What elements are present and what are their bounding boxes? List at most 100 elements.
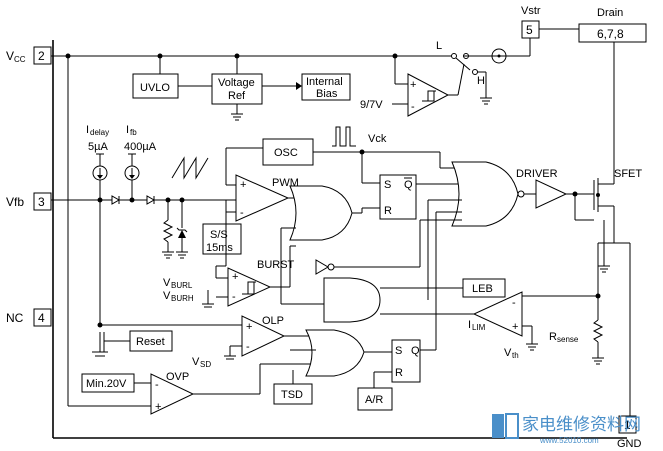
svg-text:R: R bbox=[395, 367, 403, 379]
internal-bias-block: Internal Bias bbox=[301, 73, 351, 101]
or-gate-driver bbox=[420, 161, 536, 351]
svg-text:400µA: 400µA bbox=[124, 141, 157, 153]
svg-text:th: th bbox=[512, 351, 519, 360]
svg-text:UVLO: UVLO bbox=[140, 82, 170, 94]
svg-text:S/S: S/S bbox=[210, 229, 228, 241]
svg-text:OSC: OSC bbox=[274, 147, 298, 159]
svg-text:R: R bbox=[549, 331, 557, 343]
ilim-comparator: - + I LIM V th bbox=[380, 291, 538, 360]
vfb-line bbox=[51, 195, 236, 259]
svg-text:www.52010.com: www.52010.com bbox=[539, 436, 599, 445]
svg-text:V: V bbox=[6, 49, 14, 63]
svg-text:5: 5 bbox=[526, 23, 533, 37]
svg-text:+: + bbox=[410, 79, 416, 91]
pin-vcc: V CC 2 bbox=[6, 46, 52, 65]
or-gate-lower bbox=[290, 329, 392, 377]
osc-block: OSC bbox=[262, 138, 462, 184]
svg-text:Drain: Drain bbox=[597, 7, 623, 19]
svg-text:CC: CC bbox=[14, 55, 26, 64]
svg-text:BURL: BURL bbox=[171, 281, 193, 290]
svg-text:LEB: LEB bbox=[472, 283, 493, 295]
svg-text:家电维修资料网: 家电维修资料网 bbox=[522, 415, 641, 434]
svg-text:Vck: Vck bbox=[368, 133, 387, 145]
tsd-block: TSD bbox=[273, 370, 313, 405]
svg-text:+: + bbox=[155, 401, 161, 413]
svg-text:DRIVER: DRIVER bbox=[516, 168, 558, 180]
uvlo-comparator: + - 9/7V bbox=[360, 63, 465, 117]
svg-text:3: 3 bbox=[38, 195, 45, 209]
pin-gnd: 1 GND bbox=[617, 415, 642, 450]
pin-vstr: Vstr 5 bbox=[521, 5, 541, 39]
svg-text:NC: NC bbox=[6, 311, 24, 325]
svg-text:4: 4 bbox=[38, 311, 45, 325]
svg-text:+: + bbox=[246, 321, 252, 333]
svg-text:1: 1 bbox=[624, 418, 631, 432]
and-gate-middle bbox=[281, 277, 381, 323]
svg-text:-: - bbox=[512, 297, 516, 309]
svg-text:H: H bbox=[477, 75, 485, 87]
svg-text:-: - bbox=[155, 379, 159, 391]
svg-text:V: V bbox=[504, 347, 512, 359]
ifb-source: I fb 400µA bbox=[124, 124, 157, 200]
svg-text:5µA: 5µA bbox=[88, 141, 108, 153]
svg-text:LIM: LIM bbox=[472, 323, 486, 332]
svg-text:15ms: 15ms bbox=[206, 242, 233, 254]
driver-buffer: DRIVER bbox=[516, 168, 594, 221]
svg-text:-: - bbox=[240, 207, 244, 219]
gnd-startup bbox=[480, 97, 492, 105]
book-logo-icon bbox=[492, 413, 519, 439]
svg-text:Vfb: Vfb bbox=[6, 195, 24, 209]
svg-text:I: I bbox=[126, 124, 129, 136]
svg-text:sense: sense bbox=[557, 335, 579, 344]
inverter-burst bbox=[315, 219, 462, 275]
svg-text:+: + bbox=[512, 321, 518, 333]
svg-text:fb: fb bbox=[130, 128, 137, 137]
svg-text:SFET: SFET bbox=[614, 168, 642, 180]
svg-text:S: S bbox=[395, 345, 402, 357]
svg-text:6,7,8: 6,7,8 bbox=[597, 27, 624, 41]
svg-text:SD: SD bbox=[200, 360, 211, 369]
svg-text:delay: delay bbox=[90, 128, 109, 137]
svg-text:S: S bbox=[384, 179, 391, 191]
svg-text:Ref: Ref bbox=[228, 90, 246, 102]
svg-text:-: - bbox=[411, 101, 415, 113]
watermark: 家电维修资料网 www.52010.com bbox=[492, 413, 641, 445]
svg-text:A/R: A/R bbox=[365, 394, 383, 406]
sr-flipflop-1: S R Q bbox=[379, 174, 462, 220]
svg-text:TSD: TSD bbox=[281, 389, 303, 401]
voltage-ref-block: Voltage Ref bbox=[211, 73, 302, 121]
sfet-mosfet: SFET bbox=[593, 42, 642, 243]
olp-comparator: + - OLP V SD bbox=[192, 315, 312, 369]
soft-start-block: S/S 15ms bbox=[202, 223, 242, 255]
svg-text:Internal: Internal bbox=[306, 76, 343, 88]
svg-text:GND: GND bbox=[617, 438, 642, 450]
sr-flipflop-2: S R Q bbox=[391, 339, 421, 383]
svg-text:-: - bbox=[232, 291, 236, 303]
idelay-source: I delay 5µA bbox=[86, 124, 109, 325]
svg-text:V: V bbox=[163, 277, 171, 289]
svg-text:Vstr: Vstr bbox=[521, 5, 541, 17]
pin-nc: NC 4 bbox=[6, 308, 52, 327]
or-gate-pwm bbox=[280, 185, 380, 304]
pin-vfb: Vfb 3 bbox=[6, 192, 52, 211]
svg-text:Q: Q bbox=[404, 179, 413, 191]
svg-text:+: + bbox=[232, 271, 238, 283]
svg-text:Reset: Reset bbox=[136, 336, 165, 348]
svg-text:I: I bbox=[468, 319, 471, 331]
svg-text:V: V bbox=[163, 290, 171, 302]
ar-block: A/R bbox=[357, 371, 393, 411]
svg-text:I: I bbox=[86, 124, 89, 136]
svg-text:Voltage: Voltage bbox=[218, 77, 255, 89]
startup-switch: L H bbox=[436, 28, 579, 98]
svg-text:-: - bbox=[246, 341, 250, 353]
min20v-block: Min.20V bbox=[81, 373, 151, 393]
svg-text:R: R bbox=[384, 205, 392, 217]
svg-text:+: + bbox=[240, 179, 246, 191]
clock-pulse-icon: Vck bbox=[332, 126, 387, 147]
svg-text:2: 2 bbox=[38, 49, 45, 63]
uvlo-block: UVLO bbox=[132, 73, 212, 99]
ovp-comparator: - + OVP bbox=[150, 363, 312, 415]
svg-text:OLP: OLP bbox=[262, 315, 284, 327]
burst-comparator: + - BURST V BURL V BURH bbox=[163, 200, 296, 308]
